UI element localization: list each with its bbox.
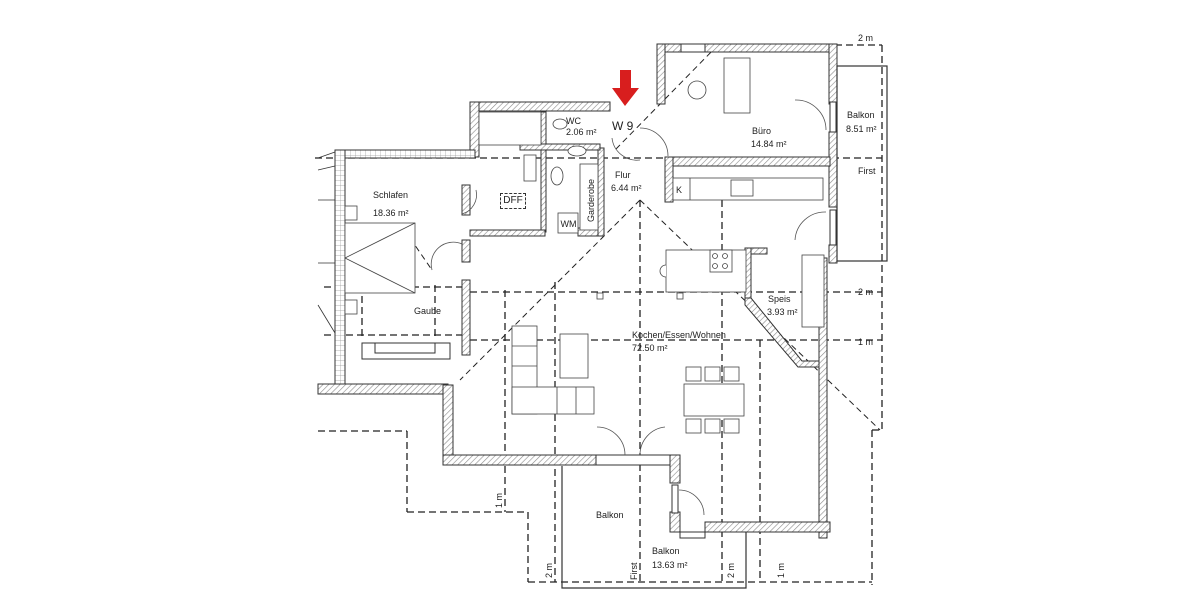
dim-bottom-1m-right: 1 m: [776, 562, 786, 578]
door-swings: [430, 99, 827, 516]
wm-label: WM: [560, 219, 577, 229]
room-name-schlafen: Schlafen: [373, 190, 409, 200]
dim-right-1m: 1 m: [858, 337, 874, 347]
room-name-balkon-south-inner: Balkon: [596, 510, 624, 520]
dim-bottom-first: First: [629, 562, 639, 581]
room-area-kochen-essen-wohnen: 72.50 m²: [632, 343, 668, 353]
dim-top-right-2m: 2 m: [858, 33, 874, 43]
stair-slopes: [317, 151, 336, 334]
dim-right-first: First: [858, 166, 876, 176]
room-area-balkon-east: 8.51 m²: [846, 124, 877, 134]
furniture: [344, 57, 825, 434]
room-name-balkon-east: Balkon: [847, 110, 875, 120]
dim-bottom-2m-right: 2 m: [726, 562, 736, 578]
dff-label: DFF: [500, 193, 526, 209]
room-name-kochen-essen-wohnen: Kochen/Essen/Wohnen: [632, 330, 726, 340]
roof-ridge-lines: [344, 44, 881, 431]
room-name-balkon-south: Balkon: [652, 546, 680, 556]
windows: [361, 43, 837, 539]
kitchen-k-label: K: [676, 185, 683, 195]
dim-right-2m: 2 m: [858, 287, 874, 297]
room-area-schlafen: 18.36 m²: [373, 208, 409, 218]
room-name-buero: Büro: [752, 126, 772, 136]
balconies: [561, 65, 888, 589]
room-name-wc: WC: [566, 116, 581, 126]
room-name-gaube: Gaube: [414, 306, 442, 316]
room-name-speis: Speis: [768, 294, 791, 304]
room-area-flur: 6.44 m²: [611, 183, 642, 193]
dim-bottom-1m-left: 1 m: [494, 492, 504, 508]
room-area-balkon-south: 13.63 m²: [652, 560, 688, 570]
dim-bottom-2m-left: 2 m: [544, 562, 554, 578]
garderobe-label: Garderobe: [586, 178, 596, 222]
room-area-buero: 14.84 m²: [751, 139, 787, 149]
entrance-marker-arrow: [612, 70, 639, 106]
room-area-speis: 3.93 m²: [767, 307, 798, 317]
room-name-flur: Flur: [615, 170, 631, 180]
room-area-wc: 2.06 m²: [566, 127, 597, 137]
unit-label: W 9: [612, 119, 634, 133]
